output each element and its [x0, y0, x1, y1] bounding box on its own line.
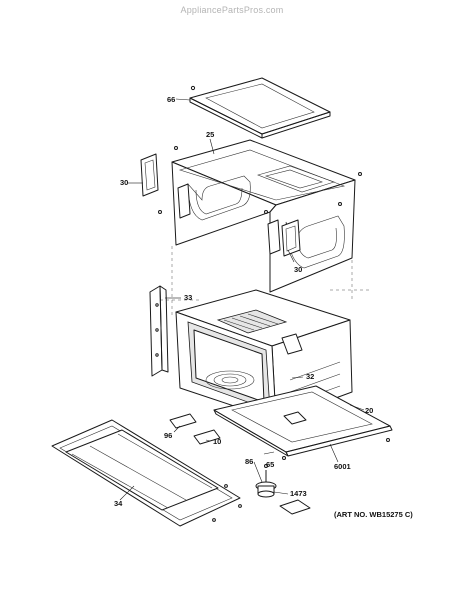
callout-10: 10	[213, 437, 222, 446]
screw-icon	[158, 210, 162, 214]
stirrer-motor	[255, 470, 277, 498]
side-gasket-window-right	[267, 219, 281, 255]
callout-34: 34	[114, 499, 123, 508]
callout-65: 65	[266, 460, 275, 469]
callout-1473: 1473	[290, 489, 307, 498]
screw-icon	[264, 464, 268, 468]
front-trim-rail	[51, 419, 241, 527]
callout-6001: 6001	[334, 462, 351, 471]
watermark-text: AppliancePartsPros.com	[180, 5, 284, 15]
stirrer-cover	[279, 499, 311, 515]
callout-25: 25	[206, 130, 215, 139]
side-mounting-bracket	[149, 285, 169, 377]
callout-30: 30	[294, 265, 303, 274]
screw-icon	[264, 210, 268, 214]
pad-part-10	[193, 429, 221, 445]
callout-33: 33	[184, 293, 193, 302]
art-number: (ART NO. WB15275 C)	[334, 510, 413, 519]
callout-20: 20	[365, 406, 374, 415]
screw-icon	[238, 504, 242, 508]
screw-icon	[386, 438, 390, 442]
callout-30: 30	[120, 178, 129, 187]
screw-icon	[190, 85, 196, 91]
side-gasket-right	[281, 219, 301, 257]
bottom-base-tray	[213, 385, 393, 457]
screw-icon	[338, 202, 342, 206]
outer-cabinet-wrapper	[171, 139, 356, 293]
screw-icon	[212, 518, 216, 522]
screw-icon	[174, 146, 178, 150]
pad-part-96	[169, 413, 197, 429]
side-gasket-left	[140, 153, 159, 197]
screw-icon	[282, 456, 286, 460]
callout-32: 32	[306, 372, 315, 381]
side-gasket-window-left	[177, 183, 191, 219]
callout-96: 96	[164, 431, 173, 440]
top-cover-panel	[189, 77, 331, 139]
callout-86: 86	[245, 457, 254, 466]
screw-icon	[358, 172, 362, 176]
screw-icon	[224, 484, 228, 488]
callout-66: 66	[167, 95, 176, 104]
